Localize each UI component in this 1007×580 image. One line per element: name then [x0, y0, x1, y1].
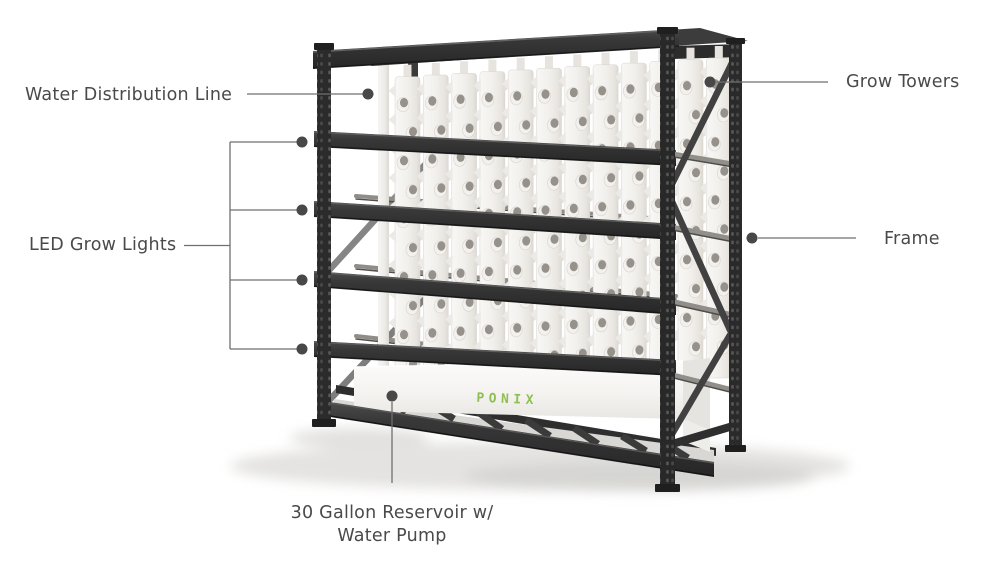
upright-post-front-left — [312, 43, 336, 427]
shelf-beam — [313, 131, 677, 166]
ponix-logo: PONIX — [476, 391, 538, 408]
shelf-beam — [313, 201, 677, 240]
led-shelf-beams — [313, 131, 677, 376]
label-reservoir-line2: Water Pump — [337, 526, 447, 546]
water-distribution-pipe — [378, 62, 389, 382]
upright-post-front-right — [655, 27, 680, 492]
frame-leader — [746, 232, 856, 244]
upright-post-far-right — [725, 38, 746, 452]
label-led-grow-lights: LED Grow Lights — [29, 235, 177, 255]
label-reservoir: 30 Gallon Reservoir w/ Water Pump — [262, 502, 522, 548]
shelf-beam — [313, 271, 677, 315]
leader-lines — [184, 76, 856, 483]
shelf-beam — [313, 341, 677, 376]
frame-posts — [312, 27, 746, 492]
grow-towers-leader — [704, 76, 828, 88]
reservoir-leader — [386, 390, 398, 483]
label-reservoir-line1: 30 Gallon Reservoir w/ — [290, 503, 494, 523]
bottom-beam — [329, 402, 715, 477]
label-frame: Frame — [884, 229, 940, 249]
label-grow-towers: Grow Towers — [846, 72, 960, 92]
water-distribution-line-leader — [247, 88, 374, 100]
led-grow-lights-leader — [184, 136, 308, 355]
label-water-distribution-line: Water Distribution Line — [25, 85, 233, 105]
